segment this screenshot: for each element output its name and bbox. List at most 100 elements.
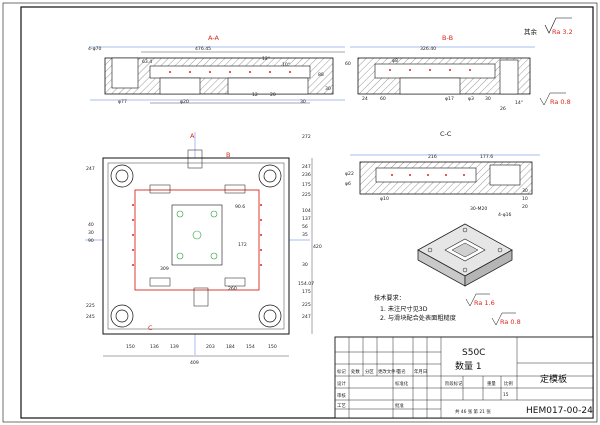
section-cc-view: C-C 216 177.6 φ22 φ6 φ10 30-M20 4-φ16 30… xyxy=(345,130,540,218)
bb-dim-4: 60 xyxy=(380,96,386,102)
plan-bottom-dim-1: 136 xyxy=(150,344,159,350)
aa-dim-1: 476.45 xyxy=(195,46,211,52)
tb-header-4: 签名 xyxy=(397,368,406,375)
aa-dim-11: 30 xyxy=(325,86,331,92)
plan-right-dim-3: 175 xyxy=(302,182,311,188)
surface-finish-rest-label: 其余 xyxy=(524,27,538,36)
section-aa-view: A-A 4-φ70 476.45 63.4 12° 10° 88 12 20 φ… xyxy=(88,34,345,105)
plan-left-dim-1: 40 xyxy=(88,222,94,228)
aa-dim-4: 10° xyxy=(282,62,290,68)
section-aa-title: A-A xyxy=(208,34,220,42)
quantity-label: 数量 1 xyxy=(455,360,482,372)
plan-left-dim-3: 90 xyxy=(88,238,94,244)
plan-left-dim-2: 30 xyxy=(88,230,94,236)
cut-mark-b: B xyxy=(226,151,230,159)
bb-dim-8: 26 xyxy=(500,106,506,112)
cc-dim-1: 177.6 xyxy=(480,154,493,160)
cut-mark-a: A xyxy=(190,132,195,140)
plan-bottom-dim-2: 139 xyxy=(170,344,179,350)
drawing-number: HEM017-00-24 xyxy=(526,406,593,416)
notes-item-2: 2. 与滑块配合处表面粗糙度 xyxy=(380,314,456,322)
plan-bottom-dim-3: 203 xyxy=(206,344,215,350)
tb-role-0: 设计 xyxy=(337,380,346,387)
surface-finish-rest-value: Ra 3.2 xyxy=(552,28,573,36)
tb-stage-0: 阶段标记 xyxy=(445,380,463,387)
plan-right-dim-1: 247 xyxy=(302,164,311,170)
plan-right-dim-4: 225 xyxy=(302,192,311,198)
aa-dim-3: 12° xyxy=(262,56,270,62)
section-bb-title: B-B xyxy=(442,34,453,42)
tb-role-1: 标准化 xyxy=(395,380,409,387)
bb-dim-0: 326.40 xyxy=(420,46,436,52)
tb-header-0: 标记 xyxy=(337,368,346,375)
cc-dim-3: φ6 xyxy=(345,181,351,187)
plan-right-dim-12: 225 xyxy=(302,302,311,308)
plan-bottom-dim-0: 150 xyxy=(126,344,135,350)
plan-left-dim-0: 247 xyxy=(86,166,95,172)
plan-bottom-dim-4: 184 xyxy=(226,344,235,350)
technical-notes: 技术要求： 1. 未注尺寸见3D 2. 与滑块配合处表面粗糙度 Ra 1.6 R… xyxy=(374,293,521,326)
surface-finish-note-1: Ra 1.6 xyxy=(474,299,495,307)
scale-value: 15 xyxy=(503,392,509,398)
plan-overall-width: 409 xyxy=(190,360,199,366)
bb-dim-2: φ8 xyxy=(392,58,398,64)
bb-dim-7: 30 xyxy=(485,96,491,102)
cc-dim-9: 20 xyxy=(522,204,528,210)
plan-view: 409 420 A B C 247 40 30 90 225 245 272 2… xyxy=(85,132,322,366)
plan-bottom-dim-5: 154 xyxy=(246,344,255,350)
aa-dim-2: 63.4 xyxy=(142,59,152,65)
tb-role-3: 工艺 xyxy=(337,403,346,409)
plan-inner-dim-3: 309 xyxy=(160,266,169,272)
section-cc-title: C-C xyxy=(440,130,452,138)
material-label: S50C xyxy=(462,348,485,358)
plan-right-dim-13: 247 xyxy=(302,314,311,320)
plan-right-dim-10: 154.07 xyxy=(298,281,314,287)
plan-right-dim-5: 104 xyxy=(302,208,311,214)
notes-item-1: 1. 未注尺寸见3D xyxy=(380,305,428,313)
surface-finish-bb: Ra 0.8 xyxy=(550,98,571,106)
cut-mark-c: C xyxy=(148,324,153,332)
tb-stage-1: 重量 xyxy=(487,380,496,387)
part-name: 定模板 xyxy=(540,373,567,385)
plan-right-dim-7: 56 xyxy=(302,224,308,230)
aa-dim-7: 20 xyxy=(270,92,276,98)
aa-dim-9: φ20 xyxy=(180,99,189,105)
tb-header-1: 处数 xyxy=(351,368,360,375)
aa-dim-10: 30 xyxy=(300,99,306,105)
plan-overall-height: 420 xyxy=(313,244,322,250)
bb-dim-6: φ3 xyxy=(468,96,474,102)
aa-dim-5: 88 xyxy=(318,72,324,78)
plan-inner-dim-0: 90.6 xyxy=(235,204,245,210)
aa-dim-0: 4-φ70 xyxy=(88,46,102,52)
plan-right-dim-11: 175 xyxy=(302,289,311,295)
bb-dim-1: 60 xyxy=(345,61,351,67)
section-bb-view: B-B 326.40 60 φ8 24 60 φ17 φ3 30 26 14° … xyxy=(345,34,571,112)
aa-dim-6: 12 xyxy=(252,92,258,98)
cc-dim-2: φ22 xyxy=(345,171,354,177)
cc-dim-8: 10 xyxy=(522,196,528,202)
plan-left-dim-5: 245 xyxy=(86,314,95,320)
bb-dim-3: 24 xyxy=(362,96,368,102)
tb-header-3: 更改文件号 xyxy=(378,368,401,375)
sheet-info: 共 46 张 第 21 张 xyxy=(455,408,491,415)
bb-dim-5: φ17 xyxy=(445,96,454,102)
plan-right-dim-2: 236 xyxy=(302,172,311,178)
plan-right-dim-6: 137 xyxy=(302,216,311,222)
plan-right-dim-0: 272 xyxy=(302,134,311,140)
plan-inner-dim-1: 172 xyxy=(238,242,247,248)
tb-role-2: 审核 xyxy=(337,392,346,399)
plan-right-dim-9: 30 xyxy=(302,262,308,268)
plan-left-dim-4: 225 xyxy=(86,303,95,309)
tb-header-5: 年月日 xyxy=(414,368,427,375)
plan-right-dim-8: 35 xyxy=(302,232,308,238)
surface-finish-rest: 其余 Ra 3.2 xyxy=(524,17,573,36)
isometric-part-sketch xyxy=(417,223,513,287)
cc-dim-7: 30 xyxy=(522,188,528,194)
aa-dim-8: φ77 xyxy=(118,99,127,105)
cc-dim-6: 4-φ16 xyxy=(498,212,512,218)
bb-dim-9: 14° xyxy=(515,100,523,106)
notes-title: 技术要求： xyxy=(374,294,405,302)
plan-inner-dim-2: 260 xyxy=(228,286,237,292)
